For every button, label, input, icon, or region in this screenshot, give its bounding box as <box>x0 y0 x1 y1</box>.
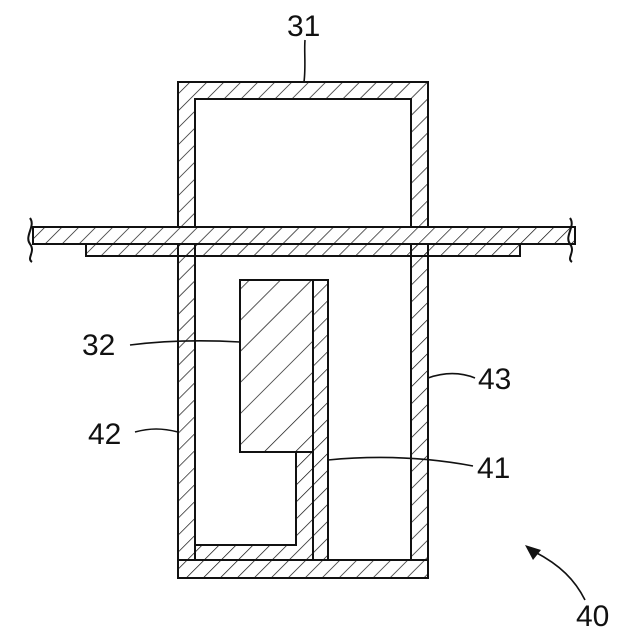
ref-label-43: 43 <box>478 363 511 396</box>
leader-31 <box>304 40 305 82</box>
right-wall-43 <box>411 244 428 560</box>
ref-label-41: 41 <box>477 452 510 485</box>
l-shaped-member <box>195 452 313 560</box>
leader-42 <box>135 429 178 432</box>
leader-41 <box>328 458 473 466</box>
ref-label-40: 40 <box>576 600 609 633</box>
left-wall-42 <box>178 244 195 560</box>
ref-label-42: 42 <box>88 418 121 451</box>
upper-housing-31 <box>178 82 428 227</box>
ref-label-31: 31 <box>287 10 320 43</box>
flange-plate <box>86 244 520 256</box>
arrowhead-40 <box>525 545 541 560</box>
leader-40 <box>535 552 585 600</box>
ref-label-32: 32 <box>82 329 115 362</box>
plate-41 <box>313 280 328 560</box>
bottom-plate <box>178 560 428 578</box>
leader-lines <box>130 40 585 600</box>
component-32 <box>240 280 313 452</box>
leader-43 <box>428 374 475 379</box>
